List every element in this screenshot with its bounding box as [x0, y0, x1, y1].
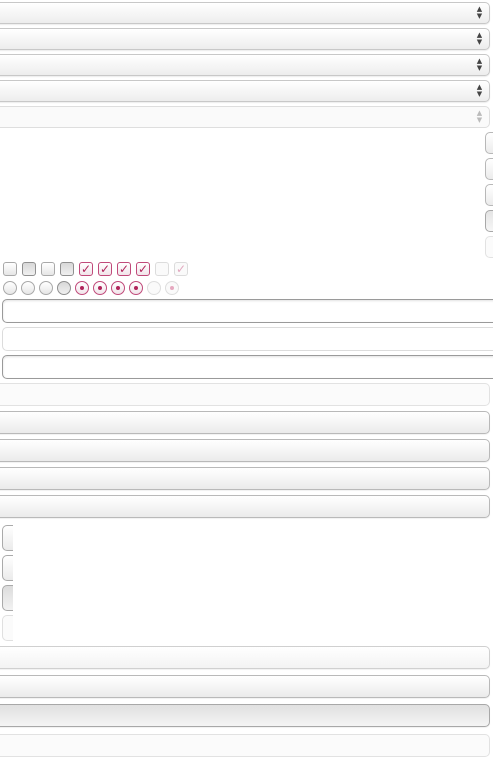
radio-selected-1[interactable]: [75, 281, 89, 295]
checkbox-checked-2[interactable]: ✓: [98, 262, 112, 276]
select-arrows-icon: ▲▼: [476, 5, 483, 20]
radio-4[interactable]: [57, 281, 71, 295]
left-button-1[interactable]: [2, 525, 13, 551]
wide-button-pressed[interactable]: [0, 704, 490, 727]
edge-button-2[interactable]: [485, 158, 493, 180]
edge-button-1[interactable]: [485, 132, 493, 154]
radio-selected-2[interactable]: [93, 281, 107, 295]
wide-button-1[interactable]: [0, 411, 490, 434]
wide-button-disabled-2[interactable]: [0, 734, 490, 757]
left-button-pressed[interactable]: [2, 585, 13, 611]
radio-2[interactable]: [21, 281, 35, 295]
radio-selected-pressed[interactable]: [129, 281, 143, 295]
radio-selected-3[interactable]: [111, 281, 125, 295]
checkbox-checked-1[interactable]: ✓: [79, 262, 93, 276]
select-dropdown-1[interactable]: ▲▼: [0, 2, 490, 24]
edge-button-3[interactable]: [485, 184, 493, 206]
select-arrows-icon: ▲▼: [476, 83, 483, 98]
check-icon: ✓: [80, 262, 92, 276]
radio-1[interactable]: [3, 281, 17, 295]
radio-disabled-selected[interactable]: [165, 281, 179, 295]
wide-button-disabled[interactable]: [0, 383, 490, 406]
check-icon: ✓: [175, 262, 187, 276]
checkbox-1[interactable]: [3, 262, 17, 276]
checkbox-4[interactable]: [60, 262, 74, 276]
select-dropdown-3[interactable]: ▲▼: [0, 54, 490, 76]
radio-3[interactable]: [39, 281, 53, 295]
checkbox-disabled[interactable]: [155, 262, 169, 276]
text-field-2[interactable]: [2, 355, 493, 379]
check-icon: ✓: [99, 262, 111, 276]
check-icon: ✓: [118, 262, 130, 276]
edge-button-disabled[interactable]: [485, 236, 493, 258]
select-dropdown-disabled[interactable]: ▲▼: [0, 106, 490, 128]
left-button-disabled[interactable]: [2, 615, 13, 641]
select-dropdown-2[interactable]: ▲▼: [0, 28, 490, 50]
select-dropdown-4[interactable]: ▲▼: [0, 80, 490, 102]
text-field-disabled[interactable]: [2, 327, 493, 351]
wide-button-5[interactable]: [0, 646, 490, 669]
left-button-2[interactable]: [2, 555, 13, 581]
text-field-1[interactable]: [2, 299, 493, 323]
checkbox-checked-3[interactable]: ✓: [117, 262, 131, 276]
edge-button-pressed[interactable]: [485, 210, 493, 232]
select-arrows-icon: ▲▼: [476, 109, 483, 124]
select-arrows-icon: ▲▼: [476, 57, 483, 72]
select-arrows-icon: ▲▼: [476, 31, 483, 46]
check-icon: ✓: [137, 262, 149, 276]
checkbox-3[interactable]: [41, 262, 55, 276]
wide-button-3[interactable]: [0, 467, 490, 490]
radio-disabled[interactable]: [147, 281, 161, 295]
wide-button-4[interactable]: [0, 495, 490, 518]
checkbox-disabled-checked[interactable]: ✓: [174, 262, 188, 276]
wide-button-6[interactable]: [0, 675, 490, 698]
checkbox-2[interactable]: [22, 262, 36, 276]
wide-button-2[interactable]: [0, 439, 490, 462]
checkbox-checked-pressed[interactable]: ✓: [136, 262, 150, 276]
